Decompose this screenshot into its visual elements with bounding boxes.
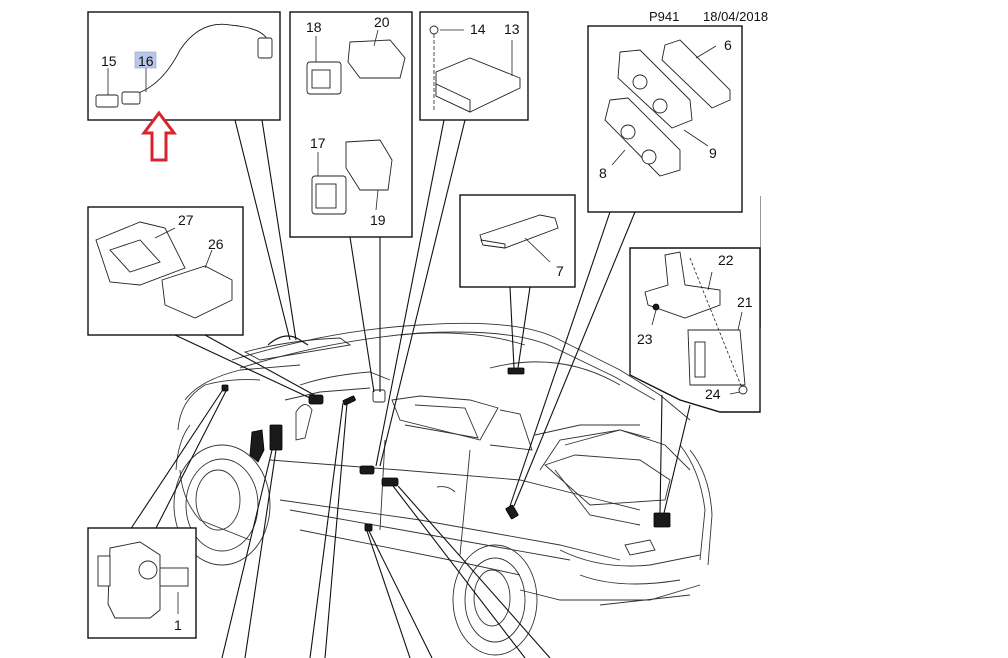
callout-21[interactable]: 21 [737,294,753,310]
sensor-1 [107,541,161,619]
callout-14[interactable]: 14 [470,21,486,37]
callout-1[interactable]: 1 [174,617,182,633]
connector-16 [121,91,141,105]
installed-parts [221,335,671,532]
switch-panel-8 [604,97,681,177]
part-on-car [359,465,375,475]
callout-27[interactable]: 27 [178,212,194,228]
page-code: P941 [649,9,680,24]
callout-8[interactable]: 8 [599,165,607,181]
part-on-car [364,523,373,532]
callout-7[interactable]: 7 [556,263,564,279]
leader-lines [129,119,691,658]
inset-key-module: 7 [459,194,576,288]
module-6 [661,39,731,109]
callout-13[interactable]: 13 [504,21,520,37]
bracket-20 [347,39,406,79]
part-on-car [505,504,519,520]
part-on-car [381,477,399,487]
callout-16[interactable]: 16 [138,53,154,69]
inset-bracket-26-27: 27 26 [87,206,244,336]
callout-20[interactable]: 20 [374,14,390,30]
inset-sensor: 1 [87,527,197,639]
callout-22[interactable]: 22 [718,252,734,268]
callout-6[interactable]: 6 [724,37,732,53]
callout-18[interactable]: 18 [306,19,322,35]
diagram-date: 18/04/2018 [703,9,769,24]
connector-end [257,37,273,59]
part-on-car [269,424,283,451]
inset-switches: 6 9 8 [587,25,743,213]
bracket-22 [644,251,721,319]
callout-26[interactable]: 26 [208,236,224,252]
connector-15 [95,94,119,108]
callout-16-highlight [134,51,157,69]
inset-modules-17-20: 18 20 17 19 [289,11,413,238]
inset-harness: 15 16 [87,11,281,121]
part-on-car [221,384,229,392]
callout-19[interactable]: 19 [370,212,386,228]
callout-17[interactable]: 17 [310,135,326,151]
part-on-car [249,429,265,463]
module-26 [161,265,233,319]
harness-on-car [267,335,309,346]
callout-24[interactable]: 24 [705,386,721,402]
inset-rear-module: 22 21 23 24 [629,247,761,413]
callout-15[interactable]: 15 [101,53,117,69]
part-on-car [653,512,671,528]
inset-module-13-14: 14 13 [419,11,529,121]
part-on-car [507,367,525,375]
part-on-car [372,389,386,403]
part-on-car [342,395,356,406]
up-arrow-icon [141,110,177,162]
callout-23[interactable]: 23 [637,331,653,347]
switch-panel-9 [617,49,693,129]
bolt-14 [429,25,439,35]
bracket-19 [345,139,393,191]
part-on-car [308,394,324,405]
screw-24 [738,385,748,395]
callout-9[interactable]: 9 [709,145,717,161]
nut-23 [652,303,660,311]
